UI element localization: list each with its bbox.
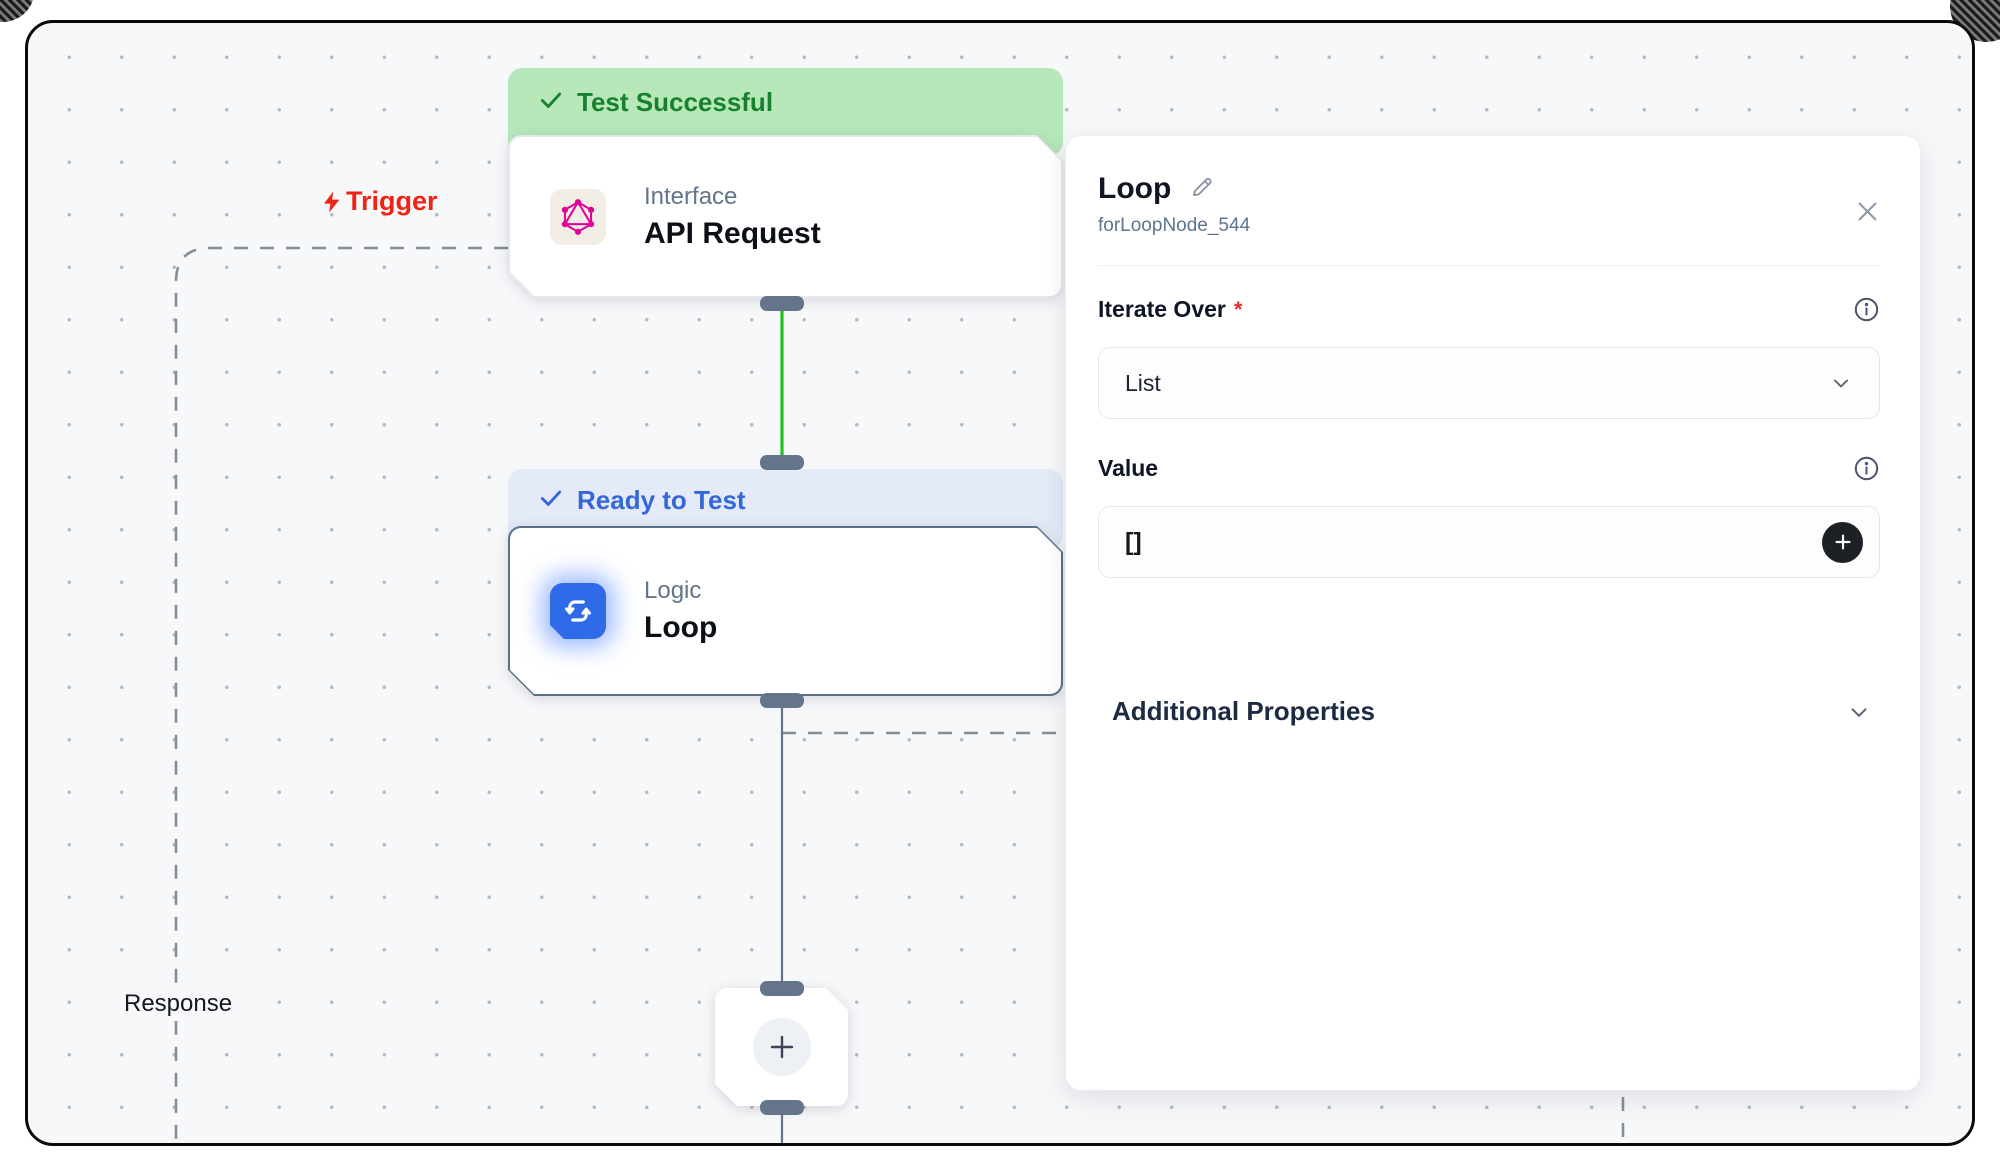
loop-icon (550, 583, 606, 639)
node-title: Loop (644, 611, 718, 644)
iterate-over-select[interactable]: List (1098, 347, 1880, 419)
status-banner-text: Ready to Test (577, 485, 746, 515)
info-icon[interactable] (1853, 455, 1880, 482)
corner-decoration-left (0, 0, 34, 22)
node-id: forLoopNode_544 (1098, 215, 1251, 236)
handle-loop-top[interactable] (760, 455, 804, 470)
iterate-over-value: List (1125, 369, 1161, 396)
handle-api-bottom[interactable] (760, 296, 804, 311)
check-icon (540, 92, 562, 108)
additional-properties-toggle[interactable]: Additional Properties (1098, 696, 1880, 727)
lightning-icon (324, 191, 340, 212)
chevron-down-icon (1834, 379, 1848, 388)
value-input[interactable]: [] (1098, 506, 1880, 578)
value-label: Value (1098, 455, 1159, 481)
value-input-text: [] (1125, 527, 1142, 556)
check-icon (540, 490, 562, 506)
iterate-over-label: Iterate Over (1098, 296, 1226, 322)
edit-title-pencil-icon[interactable] (1189, 174, 1215, 205)
node-title: API Request (644, 216, 821, 250)
panel-title: Loop (1098, 172, 1172, 205)
add-step-node[interactable] (715, 988, 848, 1106)
trigger-label-text: Trigger (346, 186, 438, 216)
plus-icon (1834, 534, 1851, 550)
additional-properties-label: Additional Properties (1112, 696, 1375, 726)
handle-add-top[interactable] (760, 981, 804, 996)
graphql-icon (550, 189, 606, 245)
node-category: Interface (644, 182, 738, 210)
divider (1098, 265, 1880, 266)
chevron-down-icon (1851, 707, 1867, 717)
status-banner-text: Test Successful (577, 87, 774, 117)
info-icon[interactable] (1853, 296, 1880, 323)
handle-add-bottom[interactable] (760, 1100, 804, 1115)
workflow-canvas[interactable]: Trigger Response Test Successful (25, 20, 1975, 1146)
plus-icon[interactable] (753, 1018, 811, 1076)
node-category: Logic (644, 577, 702, 604)
close-icon[interactable] (1852, 196, 1882, 226)
trigger-label: Trigger (320, 186, 438, 217)
handle-loop-bottom[interactable] (760, 693, 804, 708)
add-value-button[interactable] (1822, 521, 1863, 563)
properties-panel: Loop forLoopNode_544 Iterate Over * (1065, 135, 1921, 1091)
response-label: Response (114, 987, 243, 1021)
required-marker: * (1233, 297, 1243, 322)
